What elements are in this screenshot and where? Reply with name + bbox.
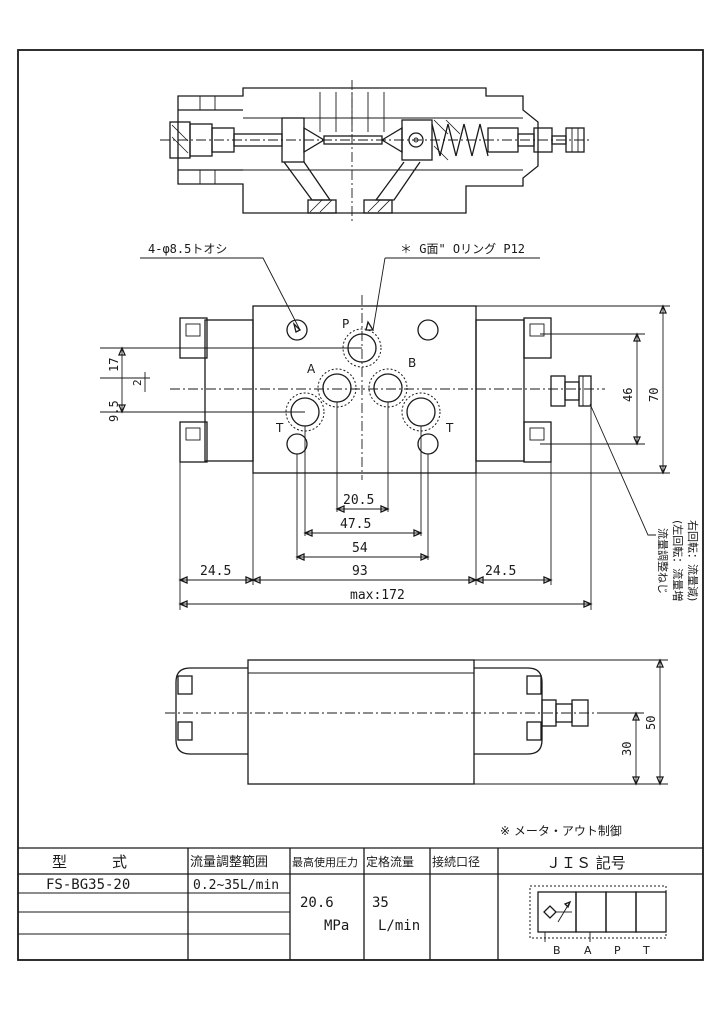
adjust-screw-right-rotation: 右回転：流量減) <box>686 520 700 601</box>
jis-port-p: P <box>614 944 621 957</box>
spec-table <box>18 847 703 960</box>
dim-93: 93 <box>352 564 368 579</box>
jis-port-a: A <box>584 944 592 957</box>
header-jis: ＪＩＳ 記号 <box>546 854 626 872</box>
adjust-screw-label: 流量調整ねじ <box>656 528 670 594</box>
dim-9-5: 9.5 <box>107 400 121 422</box>
dim-50: 50 <box>644 716 658 730</box>
jis-port-b: B <box>553 944 561 957</box>
cell-flow-value: 35 <box>372 895 389 911</box>
drawing-frame <box>17 49 704 961</box>
header-flow: 定格流量 <box>366 854 414 869</box>
jis-port-t: T <box>642 944 650 957</box>
port-label-b: B <box>408 356 416 370</box>
dim-2: 2 <box>131 379 144 386</box>
port-label-t-left: T <box>275 421 284 435</box>
plan-view <box>100 257 670 610</box>
cell-pressure-unit: MPa <box>324 918 349 934</box>
port-label-p: P <box>342 317 349 331</box>
dim-54: 54 <box>352 541 368 556</box>
control-note: ※ メータ・アウト制御 <box>500 823 622 838</box>
jis-symbol <box>529 885 667 942</box>
header-range: 流量調整範囲 <box>190 855 268 870</box>
dim-24-5-left: 24.5 <box>200 564 231 579</box>
dim-46: 46 <box>621 388 635 402</box>
dim-24-5-right: 24.5 <box>485 564 516 579</box>
header-port: 接続口径 <box>432 854 480 869</box>
dim-20-5: 20.5 <box>343 493 374 508</box>
header-model: 型 式 <box>52 853 127 871</box>
holes-callout: 4-φ8.5トオシ <box>148 242 227 256</box>
port-label-t-right: T <box>445 421 454 435</box>
cell-range: 0.2~35L/min <box>193 878 279 893</box>
dim-17: 17 <box>107 358 121 372</box>
header-pressure: 最高使用圧力 <box>292 855 358 869</box>
dim-70: 70 <box>647 388 661 402</box>
cell-pressure-value: 20.6 <box>300 895 334 911</box>
cell-model: FS-BG35-20 <box>46 877 130 893</box>
section-view <box>160 80 590 222</box>
cell-flow-unit: L/min <box>378 918 420 934</box>
side-view <box>165 658 668 786</box>
dim-max-172: max:172 <box>350 588 405 603</box>
dim-47-5: 47.5 <box>340 517 371 532</box>
oring-callout: ＊ G面" Oリング P12 <box>400 242 525 256</box>
dim-30: 30 <box>620 742 634 756</box>
port-label-a: A <box>307 362 316 376</box>
adjust-screw-left-rotation: (左回転：流量増 <box>671 520 685 601</box>
